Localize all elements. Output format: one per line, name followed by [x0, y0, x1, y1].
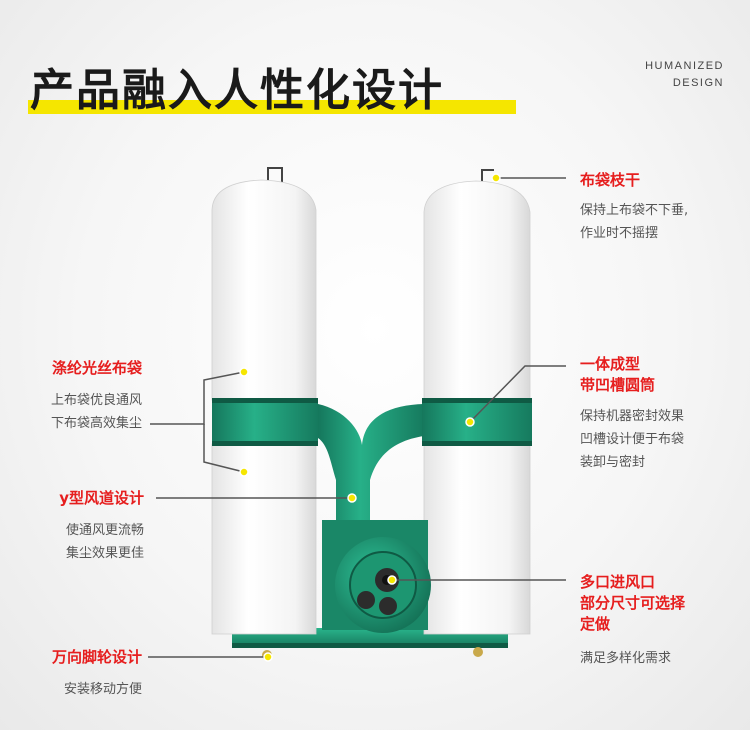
callout-lines [148, 177, 566, 658]
callout-polyester-bag-desc-2: 下布袋高效集尘 [50, 416, 142, 431]
air-inlet [357, 591, 375, 609]
bag-left-upper [211, 179, 317, 401]
page-title: 产品融入人性化设计 [30, 65, 444, 116]
air-inlet [379, 597, 397, 615]
callout-integrated-cylinder-desc-2: 凹槽设计便于布袋 [580, 432, 685, 447]
cylinder-band-right [422, 398, 532, 446]
caster-wheel [473, 647, 483, 657]
callout-integrated-cylinder-desc-3: 装卸与密封 [580, 455, 646, 470]
callout-caster-wheels: 万向脚轮设计 安装移动方便 [52, 647, 142, 701]
english-subtitle: HUMANIZED DESIGN [645, 58, 724, 92]
callout-multi-inlet-head-1: 多口进风口 [580, 573, 656, 591]
subtitle-line-2: DESIGN [672, 77, 724, 89]
callout-bag-rod-desc-1: 保持上布袋不下垂, [580, 203, 689, 218]
callout-multi-inlet: 多口进风口 部分尺寸可选择 定做 满足多样化需求 [580, 572, 685, 670]
cylinder-band-left [212, 398, 318, 446]
callout-bag-rod: 布袋枝干 保持上布袋不下垂, 作业时不摇摆 [580, 170, 688, 245]
subtitle-line-1: HUMANIZED [645, 60, 724, 72]
bag-rod-left [267, 167, 283, 190]
callout-integrated-cylinder-head-2: 带凹槽圆筒 [580, 376, 656, 394]
callout-caster-wheels-head: 万向脚轮设计 [51, 648, 142, 666]
callout-y-duct: y型风道设计 使通风更流畅 集尘效果更佳 [59, 488, 144, 565]
callout-polyester-bag-desc-1: 上布袋优良通风 [50, 393, 142, 408]
callout-y-duct-desc-2: 集尘效果更佳 [65, 546, 144, 561]
bag-left-lower [211, 443, 317, 635]
callout-y-duct-head: y型风道设计 [59, 489, 144, 507]
callout-multi-inlet-desc-1: 满足多样化需求 [580, 651, 672, 666]
callout-polyester-bag-head: 涤纶光丝布袋 [51, 359, 142, 377]
callout-y-duct-desc-1: 使通风更流畅 [65, 523, 144, 538]
callout-polyester-bag: 涤纶光丝布袋 上布袋优良通风 下布袋高效集尘 [51, 358, 142, 435]
callout-integrated-cylinder-head-1: 一体成型 [580, 355, 641, 373]
y-duct [318, 404, 424, 520]
bag-right-lower [423, 443, 531, 635]
callout-caster-wheels-desc-1: 安装移动方便 [63, 682, 142, 697]
callout-integrated-cylinder: 一体成型 带凹槽圆筒 保持机器密封效果 凹槽设计便于布袋 装卸与密封 [580, 354, 684, 474]
callout-bag-rod-head: 布袋枝干 [580, 171, 641, 189]
callout-multi-inlet-head-3: 定做 [580, 615, 611, 633]
callout-multi-inlet-head-2: 部分尺寸可选择 [580, 594, 686, 612]
callout-dots [239, 173, 501, 662]
callout-integrated-cylinder-desc-1: 保持机器密封效果 [580, 409, 685, 424]
callout-bag-rod-desc-2: 作业时不摇摆 [580, 226, 659, 241]
bag-right-upper [423, 180, 531, 401]
title-underline [28, 100, 516, 114]
